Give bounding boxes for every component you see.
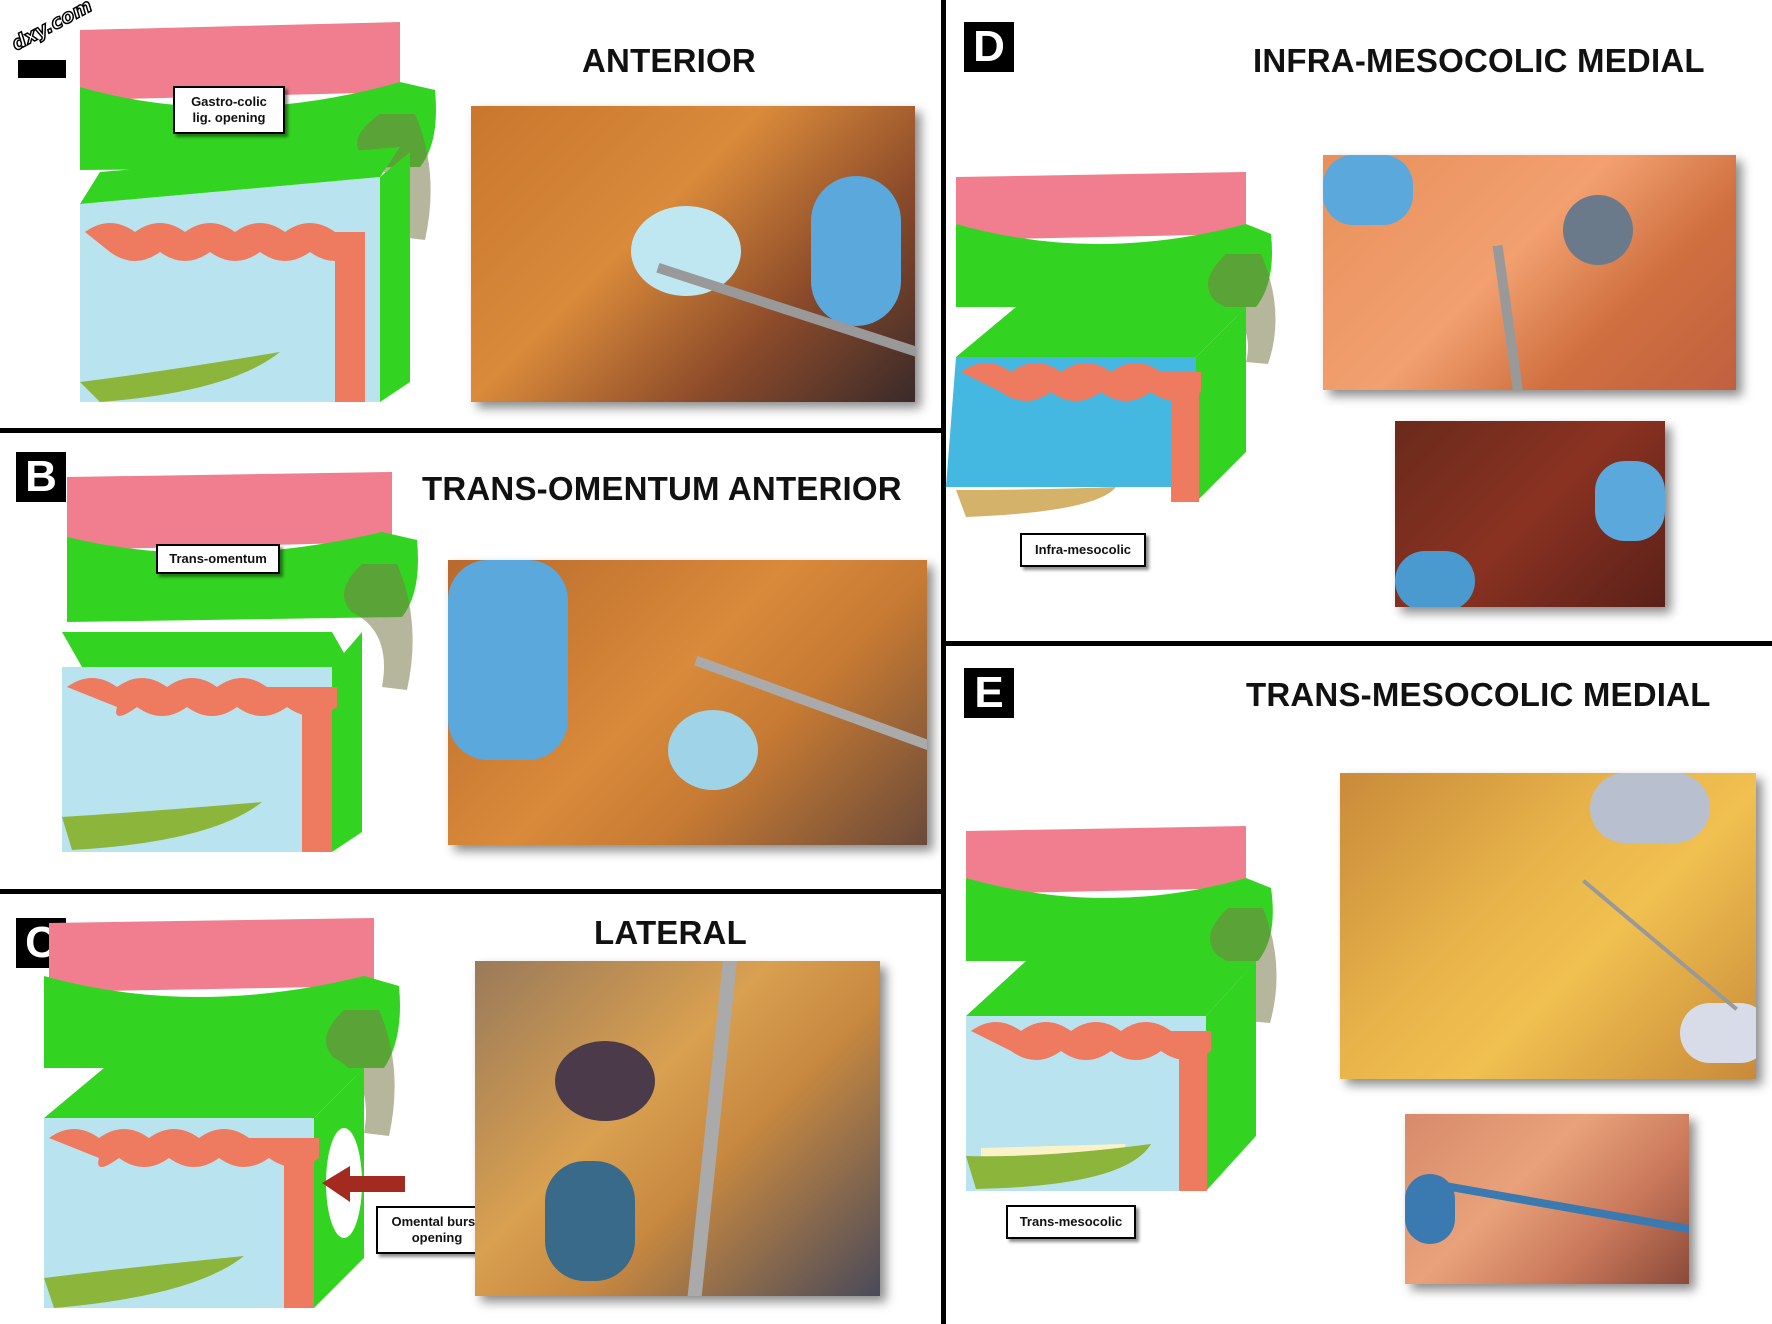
panel-a-label: Gastro-colic lig. opening (173, 86, 285, 134)
panel-e-letter: E (964, 668, 1014, 718)
panel-a-diagram (80, 22, 436, 402)
panel-b-label: Trans-omentum (156, 544, 280, 574)
panel-c-photo (475, 961, 880, 1296)
panel-c-title: LATERAL (594, 914, 747, 951)
panel-a-title: ANTERIOR (582, 42, 756, 79)
divider-b-c (0, 889, 941, 894)
divider-a-b (0, 428, 941, 433)
panel-d-label: Infra-mesocolic (1020, 533, 1146, 567)
panel-e-diagram (966, 826, 1277, 1191)
panel-e-photo-2 (1405, 1114, 1689, 1284)
panel-b-photo (448, 560, 927, 845)
panel-a-photo (471, 106, 915, 402)
panel-d-photo-1 (1323, 155, 1736, 390)
panel-d-photo-2 (1395, 421, 1665, 607)
panel-d-diagram (946, 172, 1276, 517)
vertical-divider (941, 0, 946, 1324)
panel-d-letter: D (964, 22, 1014, 72)
panel-e-label: Trans-mesocolic (1006, 1205, 1136, 1239)
panel-e-photo-1 (1340, 773, 1756, 1079)
divider-d-e (946, 641, 1772, 646)
red-arrow-icon (322, 1166, 405, 1202)
watermark-bar (18, 60, 66, 78)
panel-c-diagram (44, 918, 405, 1308)
panel-e-title: TRANS-MESOCOLIC MEDIAL (1246, 676, 1711, 713)
panel-d-title: INFRA-MESOCOLIC MEDIAL (1253, 42, 1705, 79)
panel-b-diagram (62, 472, 418, 852)
panel-b-title: TRANS-OMENTUM ANTERIOR (422, 470, 902, 507)
panel-b-letter: B (16, 452, 66, 502)
